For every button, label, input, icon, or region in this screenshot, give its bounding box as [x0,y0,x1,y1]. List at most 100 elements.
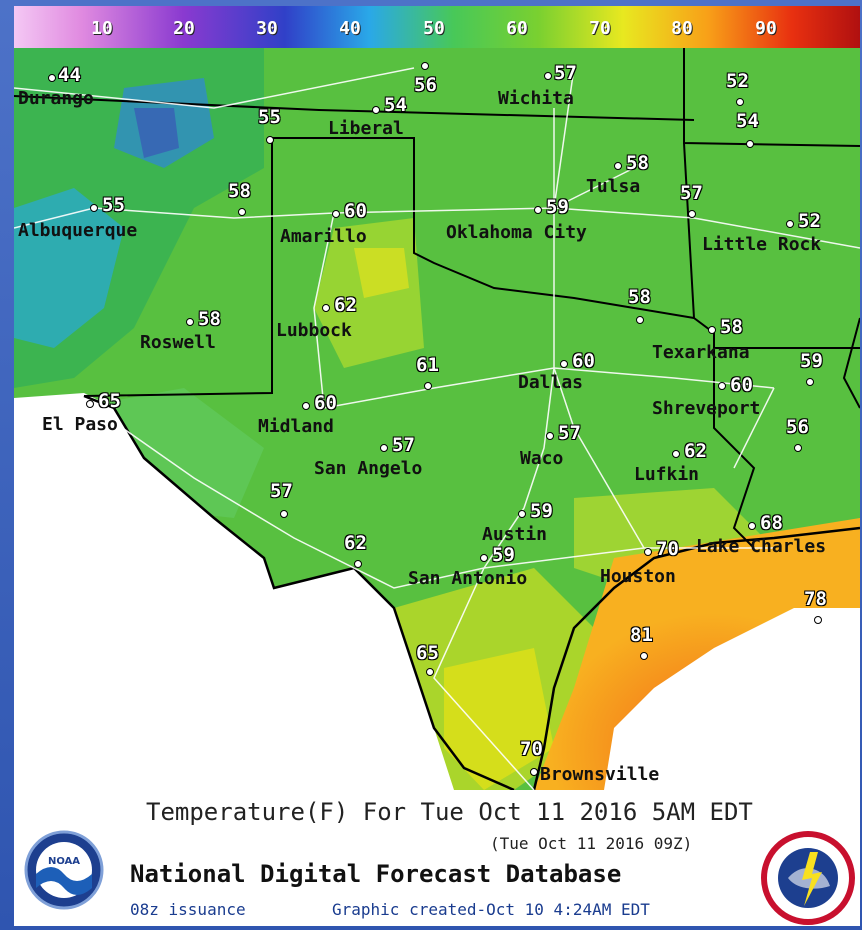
city-marker [636,316,644,324]
scale-tick: 90 [755,18,777,39]
city-temperature: 55 [102,194,125,216]
city-marker [546,432,554,440]
city-label: San Angelo [314,458,423,479]
city-marker [480,554,488,562]
scale-tick: 80 [671,18,693,39]
city-marker [644,548,652,556]
city-marker [48,74,56,82]
city-label: San Antonio [408,568,528,589]
city-temperature: 57 [270,480,293,502]
city-marker [640,652,648,660]
scale-tick: 40 [339,18,361,39]
city-temperature: 54 [384,94,407,116]
city-marker [86,400,94,408]
city-temperature: 58 [228,180,251,202]
map-footer: Temperature(F) For Tue Oct 11 2016 5AM E… [14,790,860,926]
city-label: Albuquerque [18,220,138,241]
city-label: Dallas [518,372,584,393]
city-temperature: 59 [800,350,823,372]
city-temperature: 57 [558,422,581,444]
city-temperature: 59 [530,500,553,522]
city-temperature: 60 [730,374,753,396]
city-marker [426,668,434,676]
city-temperature: 58 [626,152,649,174]
svg-text:NOAA: NOAA [48,856,80,867]
city-temperature: 52 [798,210,821,232]
map-shading [14,48,860,790]
city-temperature: 58 [198,308,221,330]
city-temperature: 60 [344,200,367,222]
map-title: Temperature(F) For Tue Oct 11 2016 5AM E… [146,798,753,826]
city-marker [534,206,542,214]
city-label: Shreveport [652,398,761,419]
city-marker [372,106,380,114]
scale-tick: 30 [256,18,278,39]
city-marker [786,220,794,228]
city-temperature: 78 [804,588,827,610]
city-marker [186,318,194,326]
city-marker [332,210,340,218]
city-marker [354,560,362,568]
city-marker [238,208,246,216]
scale-tick: 10 [91,18,113,39]
city-label: Brownsville [540,764,660,785]
city-temperature: 62 [344,532,367,554]
city-label: Austin [482,524,548,545]
city-marker [530,768,538,776]
city-temperature: 58 [628,286,651,308]
city-marker [708,326,716,334]
city-label: Midland [258,416,334,437]
city-label: Tulsa [586,176,641,197]
city-temperature: 58 [720,316,743,338]
city-marker [718,382,726,390]
city-marker [794,444,802,452]
temperature-color-scale: 10 20 30 40 50 60 70 80 90 [14,6,860,48]
city-temperature: 57 [392,434,415,456]
city-temperature: 59 [546,196,569,218]
city-marker [806,378,814,386]
city-label: Little Rock [702,234,822,255]
city-label: Amarillo [280,226,367,247]
noaa-logo-icon: NOAA [24,830,104,910]
city-marker [322,304,330,312]
city-temperature: 61 [416,354,439,376]
city-marker [560,360,568,368]
color-scale-bar [14,6,860,48]
city-temperature: 68 [760,512,783,534]
city-label: Wichita [498,88,574,109]
utc-time: (Tue Oct 11 2016 09Z) [490,834,693,853]
city-temperature: 57 [680,182,703,204]
city-label: Liberal [328,118,404,139]
city-marker [736,98,744,106]
city-label: Lake Charles [696,536,827,557]
city-temperature: 57 [554,62,577,84]
database-name: National Digital Forecast Database [130,860,622,888]
city-label: El Paso [42,414,118,435]
created-label: Graphic created-Oct 10 4:24AM EDT [332,900,650,919]
city-marker [614,162,622,170]
city-temperature: 44 [58,64,81,86]
city-temperature: 55 [258,106,281,128]
city-label: Houston [600,566,676,587]
city-marker [421,62,429,70]
city-label: Waco [520,448,564,469]
scale-tick: 20 [173,18,195,39]
city-temperature: 60 [572,350,595,372]
city-temperature: 52 [726,70,749,92]
city-label: Lubbock [276,320,352,341]
city-marker [688,210,696,218]
scale-tick: 50 [423,18,445,39]
city-marker [814,616,822,624]
city-marker [280,510,288,518]
city-temperature: 60 [314,392,337,414]
city-label: Roswell [140,332,216,353]
city-temperature: 65 [416,642,439,664]
city-marker [672,450,680,458]
city-marker [424,382,432,390]
nws-logo-icon [760,830,856,926]
issuance-label: 08z issuance [130,900,246,919]
city-marker [380,444,388,452]
temperature-map: 44 Durango 56 57 Wichita 52 54 Liberal 5… [14,48,860,790]
city-label: Durango [18,88,94,109]
city-temperature: 56 [786,416,809,438]
